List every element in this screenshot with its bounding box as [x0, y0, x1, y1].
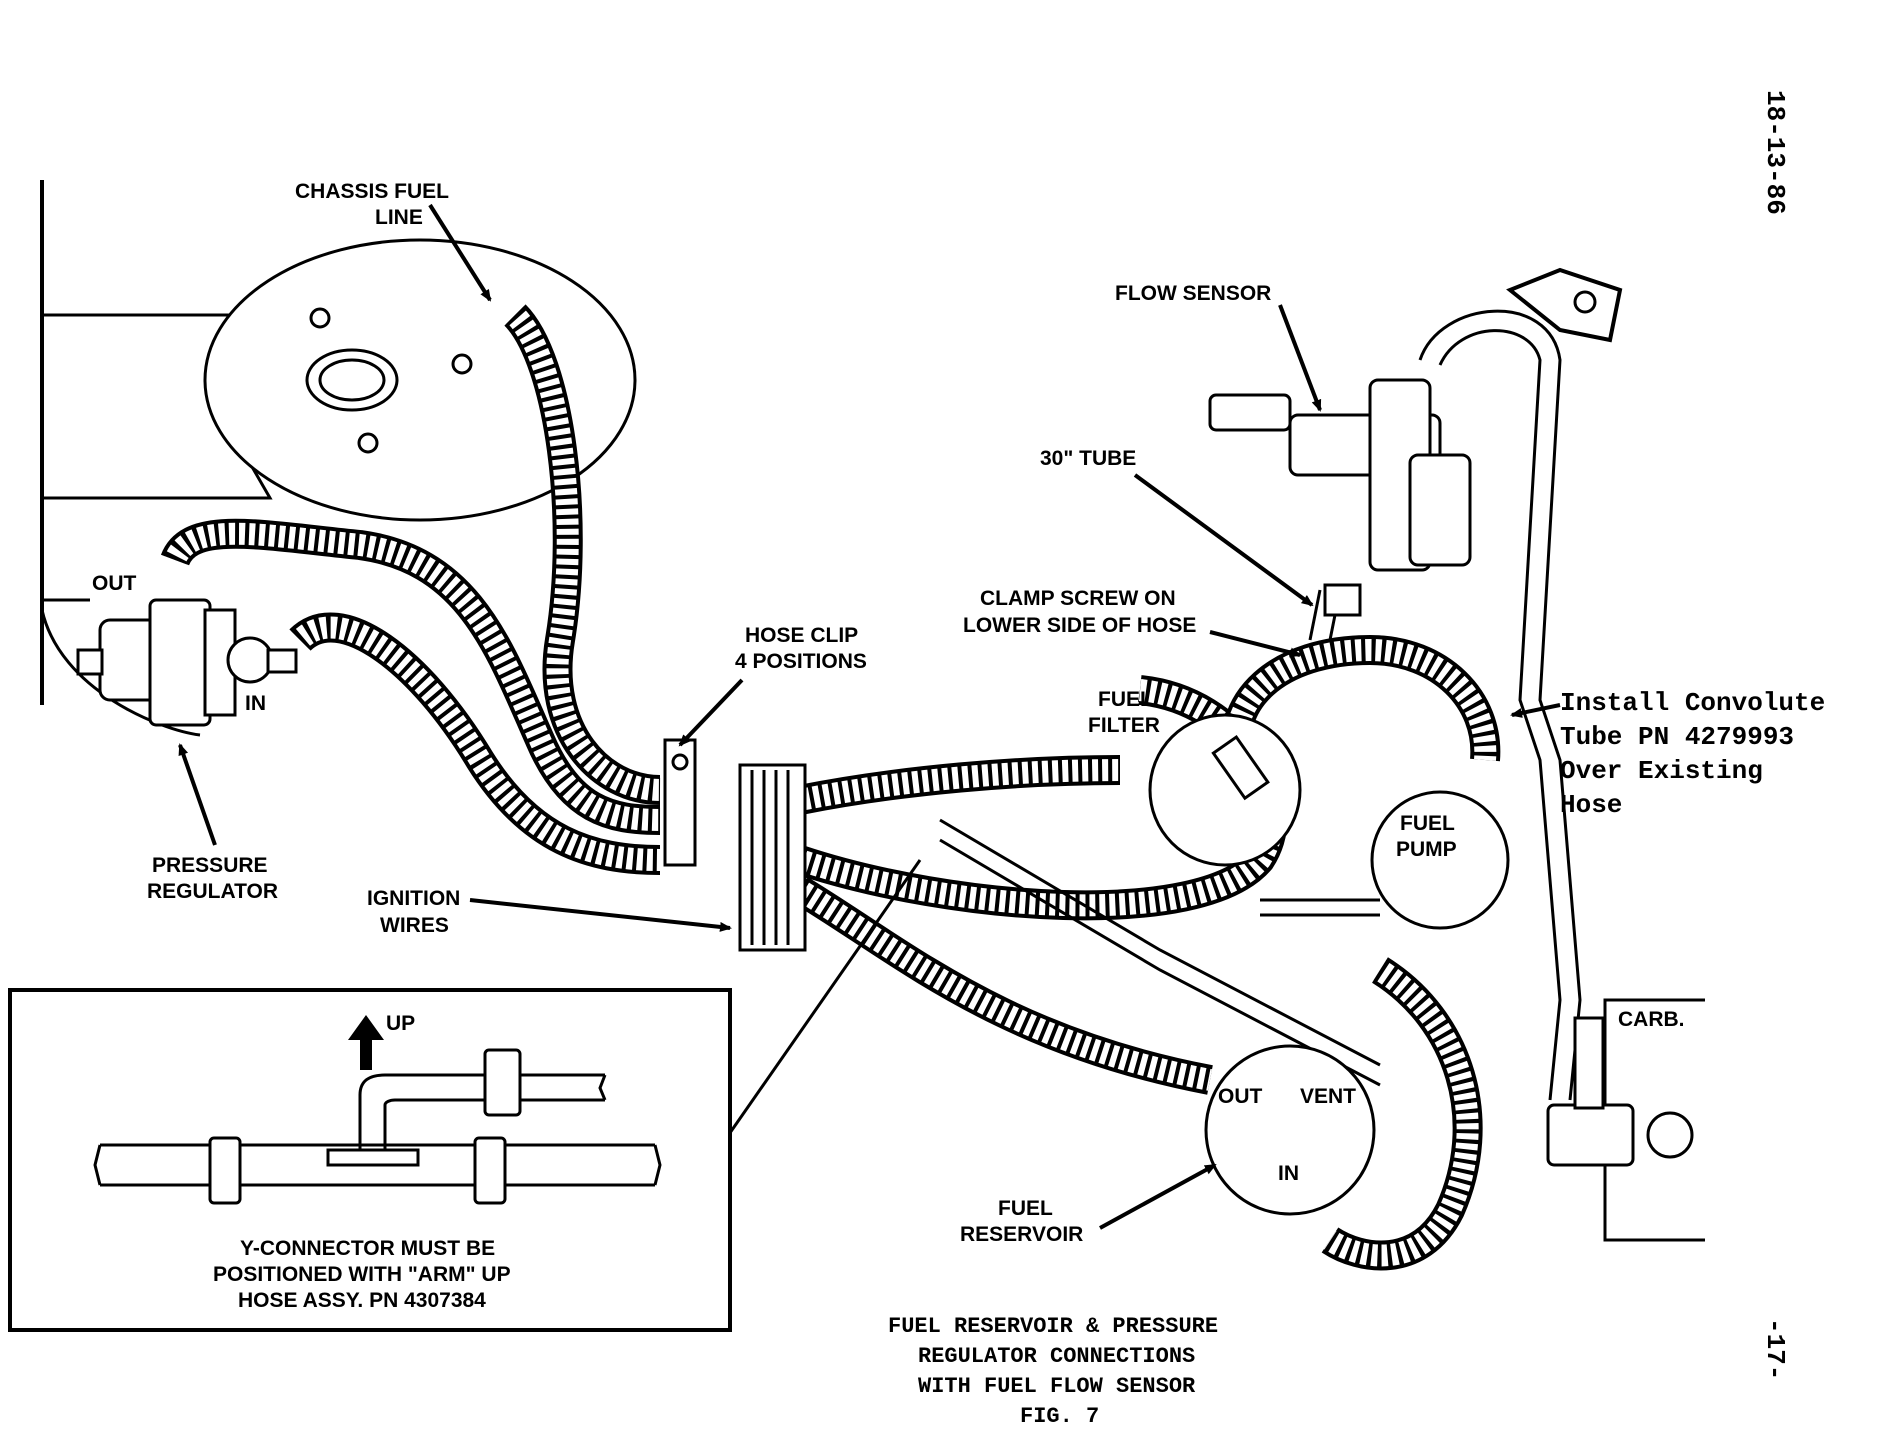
svg-text:CHASSIS FUEL: CHASSIS FUEL	[295, 180, 449, 203]
flow-sensor	[1208, 267, 1623, 617]
svg-text:Install Convolute: Install Convolute	[1560, 688, 1825, 718]
label-pressure-regulator: PRESSURE REGULATOR	[147, 854, 278, 903]
svg-text:LINE: LINE	[375, 206, 423, 229]
label-chassis-fuel-line: CHASSIS FUEL LINE	[295, 180, 449, 229]
label-reservoir-out: OUT	[1218, 1085, 1263, 1108]
label-fuel-pump: FUEL PUMP	[1396, 812, 1457, 861]
svg-text:Tube PN 4279993: Tube PN 4279993	[1560, 722, 1794, 752]
label-carb: CARB.	[1618, 1008, 1685, 1031]
svg-text:Y-CONNECTOR MUST BE: Y-CONNECTOR MUST BE	[240, 1237, 495, 1260]
label-clamp-screw: CLAMP SCREW ON LOWER SIDE OF HOSE	[963, 587, 1196, 637]
svg-text:UP: UP	[386, 1012, 415, 1035]
svg-text:RESERVOIR: RESERVOIR	[960, 1223, 1083, 1246]
svg-text:PRESSURE: PRESSURE	[152, 854, 268, 877]
label-ignition-wires: IGNITION WIRES	[367, 887, 460, 937]
pressure-regulator	[40, 598, 298, 727]
svg-text:FUEL RESERVOIR & PRESSURE: FUEL RESERVOIR & PRESSURE	[888, 1314, 1218, 1339]
svg-text:Hose: Hose	[1560, 790, 1622, 820]
svg-text:FUEL: FUEL	[1098, 688, 1153, 711]
label-fuel-filter: FUEL FILTER	[1088, 688, 1160, 737]
label-reservoir-in: IN	[1278, 1162, 1299, 1185]
fuel-reservoir	[1204, 1044, 1376, 1216]
fuel-pump	[1370, 790, 1510, 930]
label-regulator-out: OUT	[92, 572, 137, 595]
install-note: Install Convolute Tube PN 4279993 Over E…	[1560, 688, 1825, 820]
svg-text:FUEL: FUEL	[998, 1197, 1053, 1220]
svg-text:WITH FUEL FLOW SENSOR: WITH FUEL FLOW SENSOR	[918, 1374, 1196, 1399]
label-hose-clip: HOSE CLIP 4 POSITIONS	[735, 624, 867, 673]
svg-text:HOSE ASSY. PN 4307384: HOSE ASSY. PN 4307384	[238, 1289, 486, 1312]
svg-text:CLAMP SCREW ON: CLAMP SCREW ON	[980, 587, 1176, 610]
svg-text:WIRES: WIRES	[380, 914, 449, 937]
label-fuel-reservoir: FUEL RESERVOIR	[960, 1197, 1083, 1246]
svg-text:REGULATOR CONNECTIONS: REGULATOR CONNECTIONS	[918, 1344, 1195, 1369]
carburetor	[1546, 998, 1705, 1242]
svg-text:FILTER: FILTER	[1088, 714, 1160, 737]
svg-text:IGNITION: IGNITION	[367, 887, 460, 910]
date-stamp: 18-13-86	[1760, 90, 1790, 215]
svg-text:POSITIONED WITH "ARM" UP: POSITIONED WITH "ARM" UP	[213, 1263, 511, 1286]
svg-text:PUMP: PUMP	[1396, 838, 1457, 861]
svg-text:REGULATOR: REGULATOR	[147, 880, 278, 903]
y-connector-inset: UP Y-CONNECTOR MUST BE POSITIONED WITH "…	[8, 988, 732, 1332]
fuel-filter	[1148, 713, 1302, 867]
label-flow-sensor: FLOW SENSOR	[1115, 282, 1271, 305]
svg-text:4 POSITIONS: 4 POSITIONS	[735, 650, 867, 673]
label-regulator-in: IN	[245, 692, 266, 715]
label-30-tube: 30" TUBE	[1040, 447, 1136, 470]
svg-text:LOWER SIDE OF HOSE: LOWER SIDE OF HOSE	[963, 614, 1196, 637]
page-number: -17-	[1760, 1318, 1790, 1380]
leader-arrows	[178, 203, 1561, 1230]
svg-text:FUEL: FUEL	[1400, 812, 1455, 835]
label-reservoir-vent: VENT	[1300, 1085, 1356, 1108]
svg-text:HOSE CLIP: HOSE CLIP	[745, 624, 858, 647]
svg-text:FIG. 7: FIG. 7	[1020, 1404, 1099, 1429]
up-arrow-icon	[348, 1015, 384, 1070]
convoluted-hoses	[160, 304, 1501, 1271]
svg-text:Over Existing: Over Existing	[1560, 756, 1763, 786]
ignition-bundle	[663, 738, 807, 952]
figure-caption: FUEL RESERVOIR & PRESSURE REGULATOR CONN…	[888, 1314, 1218, 1429]
